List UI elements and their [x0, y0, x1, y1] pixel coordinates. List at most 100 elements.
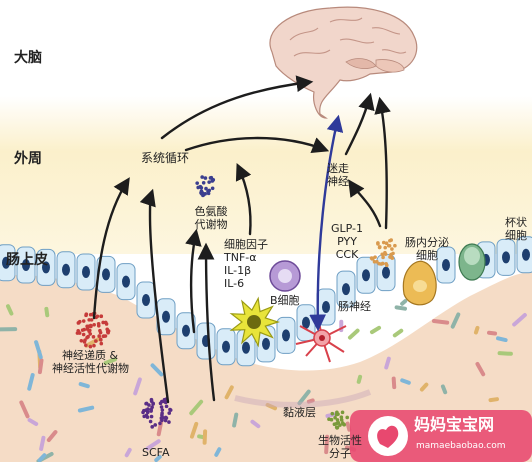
arrow-vagus-afferent-bidirectional [309, 114, 344, 332]
molecule-dot [148, 419, 153, 424]
systemic-circulation-label: 系统循环 [141, 151, 190, 165]
cell-nucleus [282, 329, 290, 342]
arrow-hormones-to-brain [374, 96, 391, 230]
bacterium [297, 389, 311, 406]
molecule-dot [206, 191, 211, 196]
arrow-from-lumen [197, 242, 216, 402]
hormone-cluster [369, 238, 397, 268]
molecule-dot [373, 255, 377, 259]
enteroendocrine-cell [402, 260, 437, 306]
molecule-dot [340, 410, 345, 415]
gut-bacteria [0, 299, 527, 462]
molecule-dot [84, 312, 89, 316]
arrow-neurotransmitters-to-circulation [92, 177, 130, 320]
bacterium [39, 435, 46, 451]
cell-nucleus [262, 337, 270, 350]
molecule-dot [159, 405, 164, 409]
cell-nucleus [182, 324, 190, 337]
bacterium [497, 351, 513, 356]
molecule-dot [384, 241, 389, 246]
molecule-dot [329, 417, 334, 422]
bacterium [431, 319, 450, 325]
bacterium [440, 384, 448, 395]
molecule-dot [207, 180, 211, 184]
bacterium [496, 336, 508, 343]
vagus-nerve-line-2: 神经 [327, 175, 349, 188]
bacterium [488, 397, 499, 403]
molecule-dot [335, 418, 340, 422]
molecule-dot [378, 245, 382, 249]
bacterium [103, 357, 117, 365]
bioactive-cluster [327, 410, 350, 430]
molecule-dot [101, 320, 105, 325]
neurotransmitters-label: 神经递质 & 神经活性代谢物 [52, 349, 129, 375]
immune-cell-illustration [229, 296, 280, 348]
bacterium [250, 419, 261, 429]
molecule-dot [99, 341, 104, 346]
molecule-dot [99, 314, 104, 318]
molecule-dot [103, 334, 108, 338]
enteric-neuron-illustration [295, 315, 347, 363]
molecule-dot [196, 185, 200, 190]
molecule-dot [200, 175, 204, 179]
bacterium [84, 336, 102, 348]
molecule-dot [339, 415, 344, 420]
molecule-dot [333, 415, 337, 420]
tryptophan-cluster [195, 175, 216, 198]
bacterium [0, 327, 18, 332]
periphery-region-band [0, 96, 532, 254]
bacterium [473, 325, 480, 335]
molecule-dot [82, 340, 87, 344]
molecule-dot [204, 186, 208, 191]
goblet-cell [458, 243, 486, 281]
cell-nucleus [502, 251, 510, 264]
bacterium [400, 299, 408, 306]
bacterium [400, 378, 411, 385]
pathway-arrows [92, 75, 391, 404]
bacterium [324, 434, 330, 455]
bacterium [37, 358, 44, 375]
neurotransmitters-line-1: 神经递质 & [62, 349, 119, 362]
molecule-dot [149, 414, 154, 419]
molecule-dot [330, 411, 335, 416]
molecule-dot [195, 181, 199, 185]
molecule-dot [86, 334, 90, 339]
bacterium [339, 319, 344, 333]
bacterium [214, 447, 222, 457]
molecule-dot [383, 245, 388, 250]
molecule-dot [82, 327, 87, 332]
bacterium [189, 399, 204, 416]
molecule-dot [105, 327, 110, 332]
molecule-dot [164, 416, 169, 420]
tryptophan-line-1: 色氨酸 [194, 205, 228, 218]
molecule-dot [208, 176, 213, 180]
cell-nucleus [342, 283, 350, 296]
molecule-dot [84, 343, 88, 348]
goblet-line-2: 细胞 [505, 229, 527, 242]
brain-illustration [269, 6, 418, 119]
arrow-tryptophan-upward [185, 228, 202, 334]
molecule-dot [153, 423, 158, 427]
molecule-dot [335, 410, 339, 415]
molecule-dot [95, 314, 100, 319]
molecule-dot [81, 332, 86, 337]
enteric-neurons-label: 肠神经 [338, 300, 371, 313]
bacterium [486, 330, 498, 336]
cell-nucleus [122, 275, 130, 288]
molecule-dot [385, 263, 389, 268]
molecule-dot [199, 185, 204, 190]
bacterium [78, 382, 90, 389]
molecule-dot [372, 259, 377, 264]
bacterium [306, 398, 315, 404]
hormone-cck: CCK [335, 248, 359, 261]
molecule-dot [160, 411, 164, 416]
gut-hormones-label: GLP-1 PYY CCK [325, 222, 369, 261]
molecule-dot [91, 335, 96, 339]
cell-nucleus [222, 340, 230, 353]
cell-nucleus [302, 316, 310, 329]
hormone-pyy: PYY [337, 235, 357, 248]
b-cell-illustration [269, 260, 301, 292]
cytokines-label: 细胞因子 TNF-α IL-1β IL-6 [224, 238, 268, 290]
molecule-dot [158, 421, 162, 426]
